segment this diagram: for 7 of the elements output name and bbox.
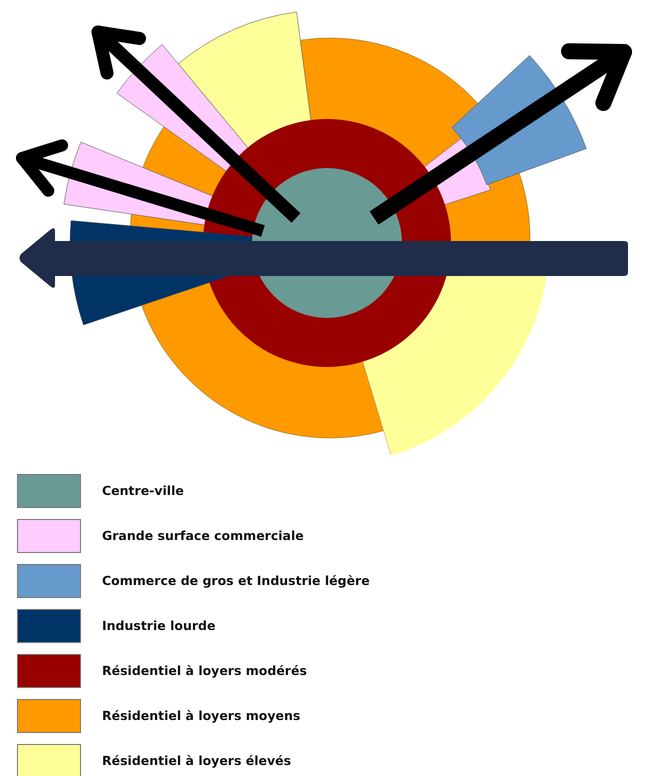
legend-label: Industrie lourde	[102, 618, 216, 634]
legend-label: Centre-ville	[102, 483, 184, 499]
legend-label: Résidentiel à loyers élevés	[102, 753, 292, 769]
legend-label: Grande surface commerciale	[102, 528, 304, 544]
legend-label: Commerce de gros et Industrie légère	[102, 573, 370, 589]
legend-label: Résidentiel à loyers modérés	[102, 663, 307, 679]
legend-label: Résidentiel à loyers moyens	[102, 708, 300, 724]
